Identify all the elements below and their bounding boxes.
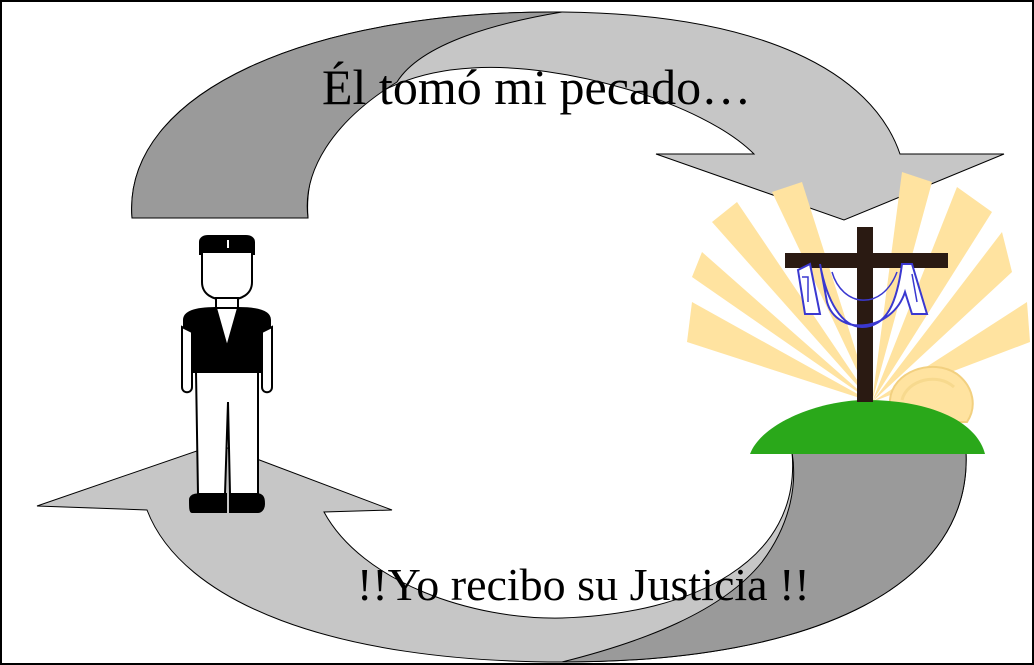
hill-icon [750, 400, 985, 454]
curved-arrow-left-icon [36, 443, 967, 663]
caption-top: Él tomó mi pecado… [322, 59, 752, 115]
person-icon [181, 235, 273, 513]
caption-bottom: !!Yo recibo su Justicia !! [357, 559, 810, 610]
sunburst-icon [687, 172, 1030, 423]
curved-arrow-right-icon [131, 11, 1005, 221]
cross-with-cloth-icon [785, 227, 948, 402]
